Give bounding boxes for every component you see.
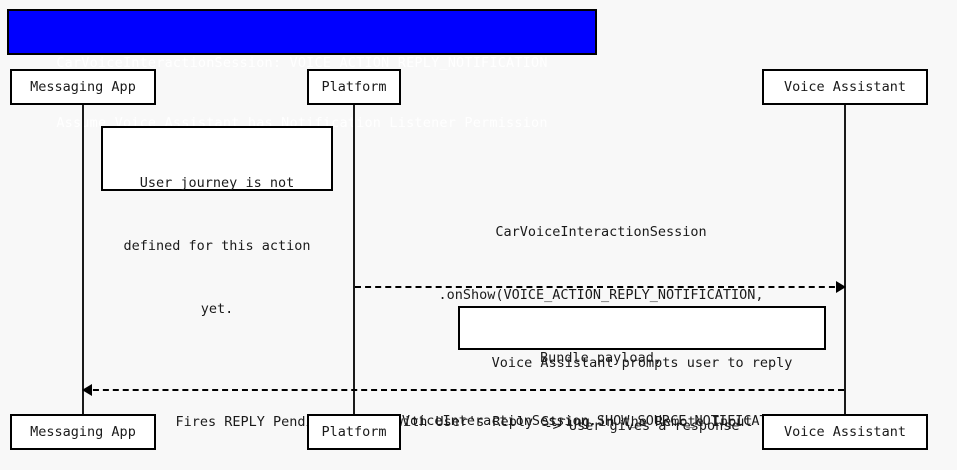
lifeline-messaging-app (82, 104, 84, 415)
note-user-journey-line-2: defined for this action (123, 238, 311, 254)
participant-footer-voice-assistant[interactable]: Voice Assistant (762, 414, 928, 450)
message-label-reply-intent-line-1: Fires REPLY Pending Intent with User's R… (175, 414, 753, 430)
participant-header-messaging-app[interactable]: Messaging App (10, 69, 156, 105)
message-arrow-reply-intent (82, 384, 844, 396)
message-arrow-reply-intent-line (83, 389, 844, 391)
lifeline-platform (353, 104, 355, 415)
arrowhead-left-icon (82, 384, 92, 396)
message-label-onshow-line-2: .onShow(VOICE_ACTION_REPLY_NOTIFICATION, (438, 287, 764, 303)
note-voice-prompt-line-2: -> User gives a response (544, 418, 740, 434)
note-voice-prompt-line-1: Voice Assistant prompts user to reply (491, 355, 793, 371)
participant-header-platform[interactable]: Platform (307, 69, 401, 105)
message-label-onshow: CarVoiceInteractionSession .onShow(VOICE… (358, 180, 844, 470)
diagram-title-banner: CarVoiceInteractionSession: VOICE_ACTION… (7, 9, 597, 131)
message-label-reply-intent: Fires REPLY Pending Intent with User's R… (83, 370, 845, 470)
participant-header-voice-assistant[interactable]: Voice Assistant (762, 69, 928, 105)
message-arrow-onshow-line (355, 286, 845, 288)
note-user-journey-line-3: yet. (200, 301, 234, 317)
note-voice-prompt: Voice Assistant prompts user to reply ->… (458, 306, 826, 434)
message-label-onshow-line-4: VoiceInteractionSession.SHOW_SOURCE_NOTI… (401, 413, 801, 429)
note-user-journey: User journey is not defined for this act… (101, 126, 333, 317)
message-label-onshow-line-3: Bundle payload, (540, 350, 662, 366)
arrowhead-right-icon (836, 281, 846, 293)
participant-footer-messaging-app[interactable]: Messaging App (10, 414, 156, 450)
diagram-title-line-1: CarVoiceInteractionSession: VOICE_ACTION… (56, 55, 548, 71)
message-label-onshow-line-1: CarVoiceInteractionSession (495, 224, 707, 240)
note-user-journey-line-1: User journey is not (139, 175, 295, 191)
message-arrow-onshow (355, 281, 846, 293)
participant-footer-platform[interactable]: Platform (307, 414, 401, 450)
lifeline-voice-assistant (844, 104, 846, 415)
